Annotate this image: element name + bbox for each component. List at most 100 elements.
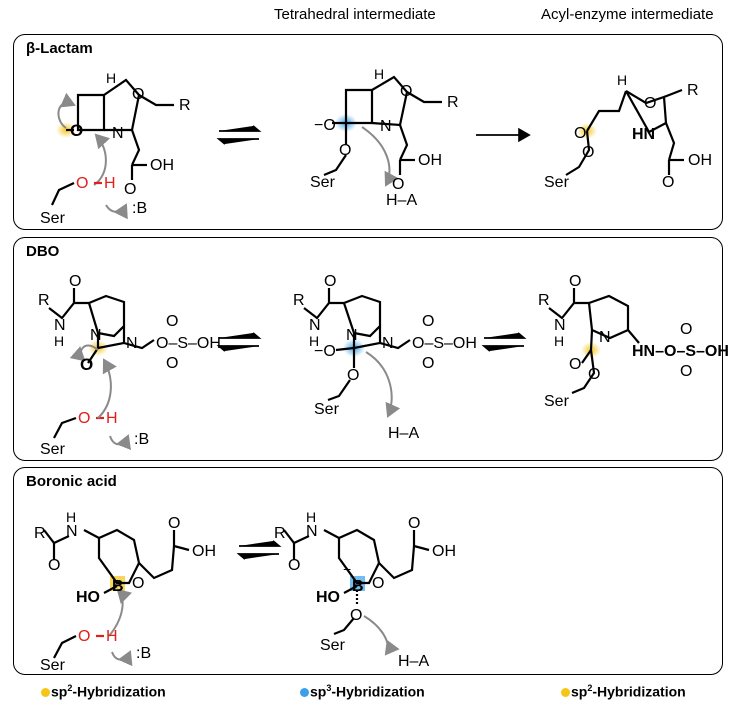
boronic-acid-oxygen: O	[168, 515, 180, 532]
dbo-serine-hydrogen: H	[106, 410, 118, 427]
acyl-nh: HN	[632, 126, 655, 143]
equilibrium-arrow-2	[216, 332, 262, 352]
boronic-t-nh-h: H	[306, 509, 316, 525]
sp3-sup: 3	[326, 683, 332, 693]
base-label: :B	[132, 200, 147, 217]
acyl-carboxyl-oxygen: O	[662, 174, 674, 191]
dbo-sulfate-o1: O	[166, 313, 178, 330]
acyl-ring-oxygen: O	[644, 95, 656, 112]
boronic-serine-hydrogen: H	[106, 628, 118, 645]
dbo-t-sulfate-o1: O	[422, 313, 434, 330]
boronic-t-amide-oxygen: O	[288, 557, 300, 574]
boronic-t-boron: B	[352, 578, 364, 595]
dbo-ring-n2: N	[126, 335, 138, 352]
dbo-t-alkoxide: −O	[314, 343, 336, 360]
boronic-nh-h: H	[66, 509, 76, 525]
boronic-serine-oxygen: O	[78, 628, 90, 645]
serine-label: Ser	[40, 210, 66, 227]
boronic-t-acid-oh: OH	[432, 543, 456, 560]
dbo-ring-n1: N	[90, 327, 102, 344]
boronic-r-group: R	[34, 525, 46, 542]
boronic-acid-label: H–A	[398, 653, 429, 670]
equilibrium-arrow-3	[481, 332, 527, 352]
dbo-sulfate-o2: O	[166, 355, 178, 372]
dbo-t-r-group: R	[293, 292, 305, 309]
boronic-ring-oxygen: O	[132, 575, 144, 592]
dbo-t-serine-label: Ser	[314, 401, 340, 418]
serine-label-2: Ser	[310, 174, 336, 191]
legend-sp2-left: sp2-Hybridization	[41, 683, 166, 700]
bridgehead-h: H	[106, 70, 116, 86]
dbo-t-amide-oxygen: O	[324, 273, 336, 290]
equilibrium-arrow-1	[216, 125, 262, 145]
serine-hydrogen: H	[104, 175, 116, 192]
dbo-t-sulfate: O–S–OH	[412, 335, 477, 352]
dbo-a-amide-oxygen: O	[569, 273, 581, 290]
dbo-tetrahedral	[303, 288, 411, 418]
sp2-left-dot	[41, 688, 50, 698]
boronic-boron: B	[112, 578, 124, 595]
beta-lactam-reactant	[51, 78, 174, 220]
dbo-a-amide-n: N	[554, 317, 566, 334]
dbo-amide-oxygen: O	[69, 273, 81, 290]
dbo-a-ring-n: N	[599, 329, 611, 346]
dbo-amide-h: H	[54, 333, 64, 349]
boronic-acid-panel: Boronic acid R N H O B HO O O	[13, 467, 723, 675]
r-group-2: R	[447, 94, 459, 111]
dbo-a-ester-oxygen: O	[588, 366, 600, 383]
dbo-scheme: R N H O N N O O–S–OH O O O H :B Ser	[38, 273, 729, 458]
dbo-serine-oxygen: O	[78, 410, 90, 427]
beta-lactam-scheme: O H O N R O OH O H :B Ser −O	[40, 66, 712, 227]
ring-nitrogen-2: N	[380, 118, 392, 135]
boronic-t-acid-oxygen: O	[408, 515, 420, 532]
dbo-acyl-enzyme	[548, 288, 640, 395]
dbo-a-amide-h: H	[554, 333, 564, 349]
boronic-reactant	[43, 528, 190, 667]
sp3-suffix: -Hybridization	[331, 683, 425, 700]
boronic-nh: N	[66, 523, 78, 540]
carboxyl-oxygen-2: O	[392, 176, 404, 193]
dbo-t-amide-n: N	[309, 317, 321, 334]
dbo-t-ring-n1: N	[346, 327, 358, 344]
sp2-left-suffix: -Hybridization	[72, 683, 166, 700]
boronic-t-serine-label: Ser	[320, 637, 346, 654]
beta-lactam-tetrahedral	[323, 75, 442, 187]
boronic-t-nh: N	[306, 523, 318, 540]
ring-oxygen: O	[132, 86, 144, 103]
boronic-t-ho: HO	[316, 589, 340, 606]
sp2-right-suffix: -Hybridization	[592, 683, 686, 700]
beta-lactam-acyl-enzyme	[565, 88, 684, 176]
sp2-right-prefix: sp	[571, 683, 588, 700]
dbo-r-group: R	[38, 292, 50, 309]
dbo-t-sulfate-o2: O	[422, 355, 434, 372]
dbo-panel: DBO R N H O N N O O–S–OH	[13, 237, 729, 461]
boronic-serine-label: Ser	[40, 657, 66, 674]
boronic-amide-oxygen: O	[48, 557, 60, 574]
dbo-acid-label: H–A	[388, 425, 419, 442]
acyl-ester-oxygen: O	[582, 144, 594, 161]
dbo-sulfate: O–S–OH	[156, 335, 221, 352]
ring-oxygen-2: O	[400, 83, 412, 100]
dbo-a-hn-sulfate: HN–O–S–OH	[632, 343, 729, 360]
acyl-r-group: R	[687, 82, 699, 99]
carbonyl-oxygen: O	[70, 121, 83, 140]
sp2-left-sup: 2	[67, 683, 73, 693]
legend-sp2-right: sp2-Hybridization	[561, 683, 686, 700]
dbo-carbonyl-oxygen: O	[80, 355, 93, 374]
bridgehead-h-2: H	[374, 66, 384, 82]
dbo-serine-label: Ser	[40, 441, 66, 458]
sp3-prefix: sp	[310, 683, 327, 700]
sp3-dot	[300, 688, 309, 698]
r-group: R	[179, 97, 191, 114]
dbo-a-sulfate-o2: O	[680, 363, 692, 380]
serine-oxygen: O	[76, 175, 88, 192]
alkoxide-label: −O	[314, 117, 336, 134]
boronic-base-label: :B	[136, 645, 151, 662]
acyl-h: H	[617, 72, 627, 88]
beta-lactam-title: β-Lactam	[26, 40, 93, 57]
acyl-enzyme-intermediate-header: Acyl-enzyme intermediate	[541, 6, 714, 23]
serine-oxygen-2: O	[339, 142, 351, 159]
dbo-t-ring-n2: N	[382, 335, 394, 352]
boronic-acid-scheme: R N H O B HO O O OH O H :B Ser R	[34, 509, 456, 674]
legend-sp3: sp3-Hybridization	[300, 683, 425, 700]
